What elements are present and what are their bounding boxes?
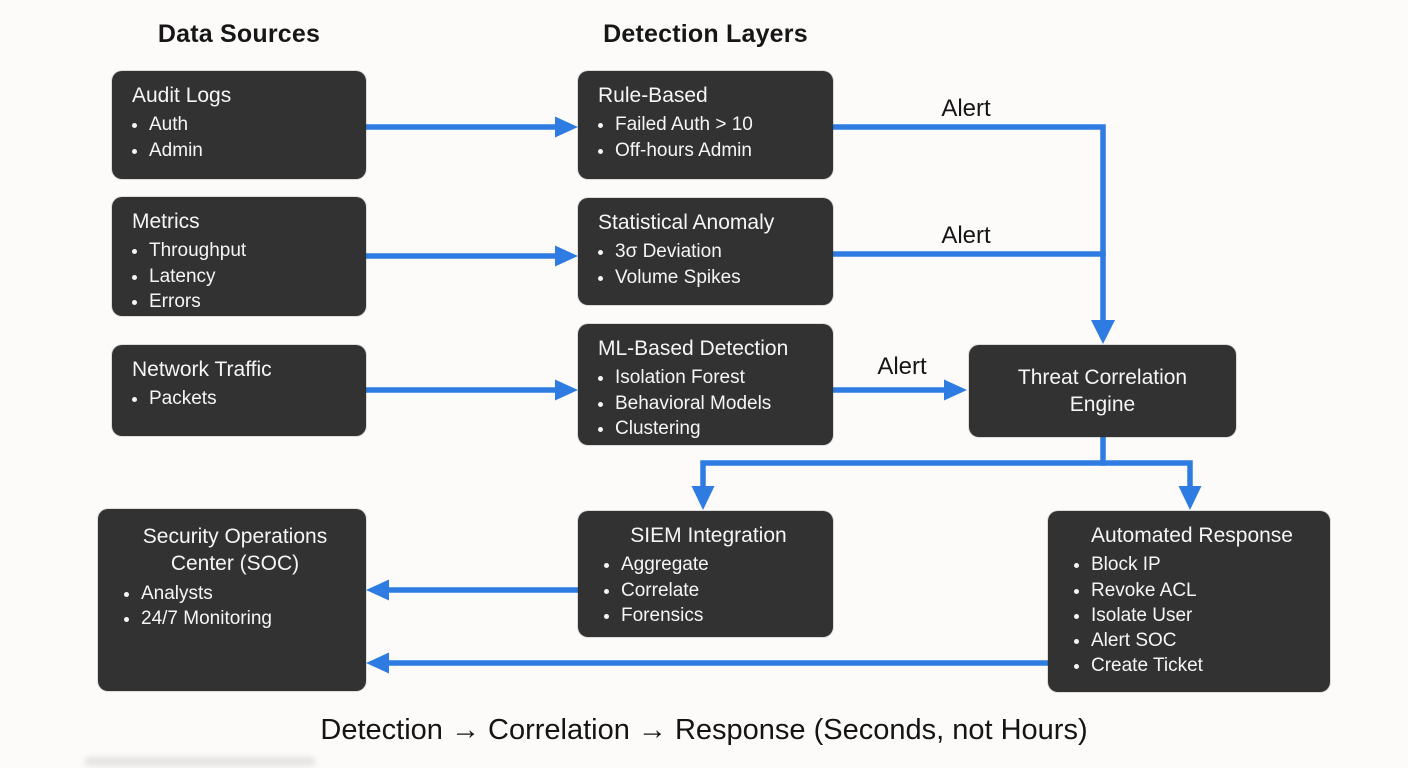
node-bullet: Block IP (1091, 552, 1316, 577)
node-bullet-list: Aggregate Correlate Forensics (598, 552, 819, 628)
arrowhead-correlation-top (1091, 320, 1115, 344)
artifact-smudge (85, 757, 315, 766)
node-bullet: 3σ Deviation (615, 239, 819, 264)
node-bullet: Forensics (621, 603, 819, 628)
node-rule-based: Rule-Based Failed Auth > 10 Off-hours Ad… (578, 71, 833, 179)
node-automated-response: Automated Response Block IP Revoke ACL I… (1048, 511, 1330, 692)
diagram-caption: Detection → Correlation → Response (Seco… (320, 714, 1088, 746)
node-bullet: Throughput (149, 238, 352, 263)
node-bullet-list: Isolation Forest Behavioral Models Clust… (598, 365, 819, 441)
node-bullet-list: Auth Admin (132, 112, 352, 163)
column-header-detection-layers: Detection Layers (603, 20, 808, 48)
node-title: ML-Based Detection (598, 337, 789, 360)
node-bullet: Volume Spikes (615, 265, 819, 290)
node-bullet-list: Throughput Latency Errors (132, 238, 352, 314)
edge-label-alert-statistical: Alert (941, 222, 991, 249)
node-bullet: Errors (149, 289, 352, 314)
node-audit-logs: Audit Logs Auth Admin (112, 71, 366, 179)
node-bullet: Failed Auth > 10 (615, 112, 819, 137)
node-bullet: Packets (149, 386, 352, 411)
node-bullet: Alert SOC (1091, 628, 1316, 653)
node-bullet: Off-hours Admin (615, 138, 819, 163)
node-title: SIEM Integration (630, 524, 787, 547)
arrowhead-statistical-input (555, 245, 578, 267)
arrowhead-siem-top (691, 486, 715, 510)
node-bullet: Create Ticket (1091, 653, 1316, 678)
node-bullet: Behavioral Models (615, 391, 819, 416)
arrowhead-correlation-left (944, 379, 967, 401)
node-bullet-list: Packets (132, 386, 352, 411)
node-bullet: Auth (149, 112, 352, 137)
node-network-traffic: Network Traffic Packets (112, 345, 366, 436)
arrowhead-soc-lower (366, 652, 389, 674)
arrowhead-soc-upper (366, 579, 389, 601)
node-threat-correlation-engine: Threat Correlation Engine (969, 345, 1236, 437)
arrowhead-response-top (1178, 486, 1202, 510)
node-title: Rule-Based (598, 84, 708, 107)
node-title: Threat Correlation Engine (1017, 365, 1188, 416)
node-title: Automated Response (1091, 524, 1293, 547)
node-title: Network Traffic (132, 358, 272, 381)
node-bullet: Analysts (141, 581, 352, 606)
column-header-data-sources: Data Sources (157, 20, 321, 48)
arrowhead-rule-input (555, 116, 578, 138)
node-title: Metrics (132, 210, 200, 233)
node-bullet-list: Analysts 24/7 Monitoring (118, 581, 352, 632)
node-bullet: Isolation Forest (615, 365, 819, 390)
node-title: Audit Logs (132, 84, 232, 107)
node-statistical-anomaly: Statistical Anomaly 3σ Deviation Volume … (578, 198, 833, 305)
node-bullet: Clustering (615, 416, 819, 441)
edge-label-alert-ml: Alert (877, 353, 927, 380)
node-title: Security Operations Center (SOC) (142, 525, 328, 576)
node-bullet-list: Failed Auth > 10 Off-hours Admin (598, 112, 819, 163)
node-title: Statistical Anomaly (598, 211, 775, 234)
node-bullet-list: Block IP Revoke ACL Isolate User Alert S… (1068, 552, 1316, 678)
node-metrics: Metrics Throughput Latency Errors (112, 197, 366, 316)
node-bullet: Isolate User (1091, 603, 1316, 628)
node-bullet-list: 3σ Deviation Volume Spikes (598, 239, 819, 290)
node-bullet: Revoke ACL (1091, 578, 1316, 603)
node-bullet: Correlate (621, 578, 819, 603)
node-siem-integration: SIEM Integration Aggregate Correlate For… (578, 511, 833, 637)
node-bullet: 24/7 Monitoring (141, 606, 352, 631)
node-ml-based-detection: ML-Based Detection Isolation Forest Beha… (578, 324, 833, 445)
arrowhead-ml-input (555, 379, 578, 401)
node-bullet: Latency (149, 264, 352, 289)
arrow-correlation-branch (700, 460, 1193, 492)
node-bullet: Admin (149, 138, 352, 163)
node-bullet: Aggregate (621, 552, 819, 577)
edge-label-alert-rule: Alert (941, 95, 991, 122)
node-security-operations-center: Security Operations Center (SOC) Analyst… (98, 509, 366, 691)
